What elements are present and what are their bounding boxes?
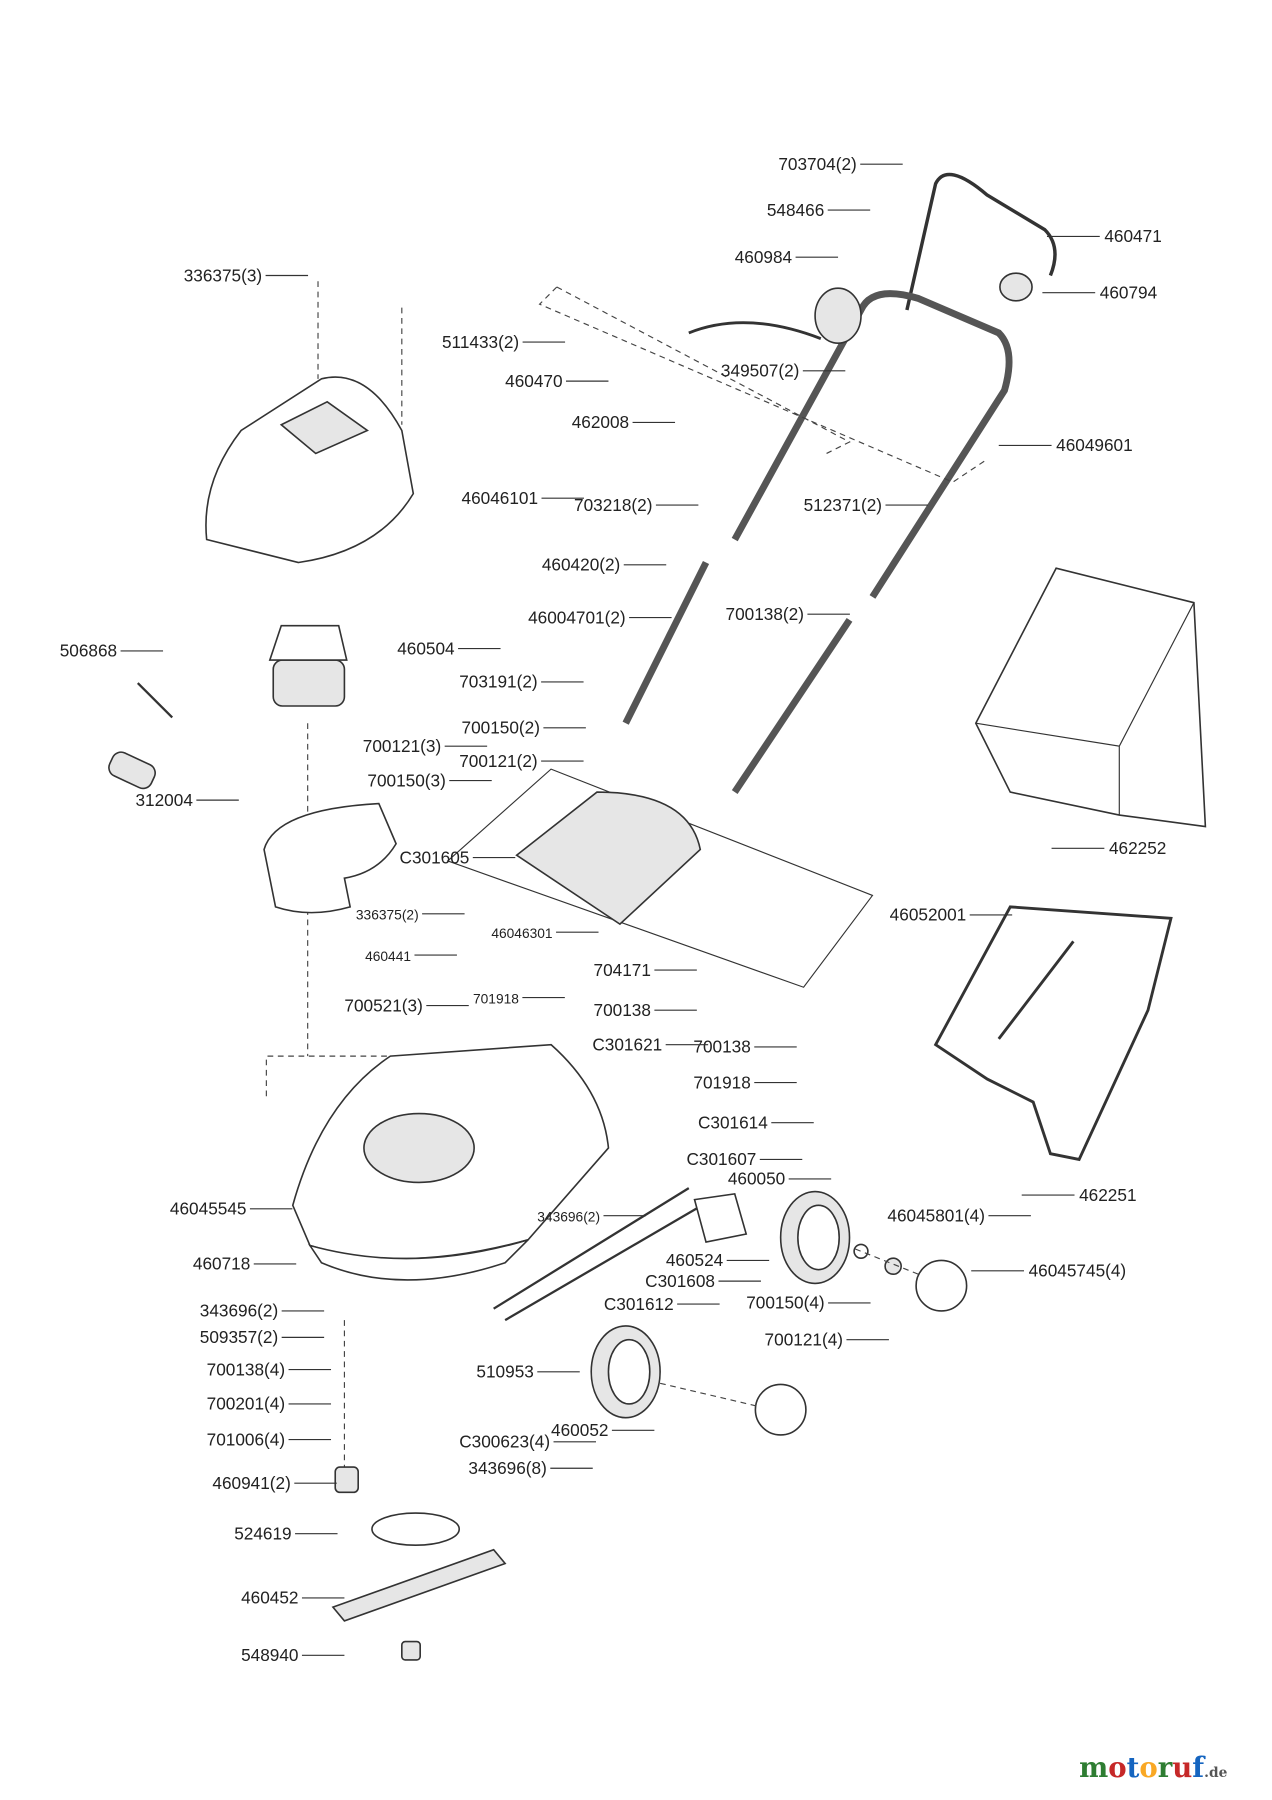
parts (108, 172, 1207, 1661)
part-label: 343696(2) (537, 1209, 600, 1224)
part-label: 700121(3) (363, 736, 441, 756)
part-label: 460441 (365, 949, 411, 964)
switch-box (814, 287, 862, 345)
blade (331, 1548, 507, 1622)
part-label: 700121(4) (765, 1329, 843, 1349)
motor-cover-vent (279, 400, 369, 455)
part-label: 336375(3) (184, 265, 262, 285)
part-label: 462008 (572, 412, 629, 432)
hubcap-rear (915, 1259, 968, 1312)
part-label: 460050 (728, 1169, 785, 1189)
handle-bail (905, 172, 1057, 311)
part-label: 312004 (135, 790, 193, 810)
watermark-logo: motoruf.de (1079, 1752, 1227, 1784)
part-label: C301621 (592, 1034, 662, 1054)
cable (688, 321, 822, 340)
part-label: 460984 (735, 247, 793, 267)
lower-handle-right (731, 617, 853, 795)
part-label: C301612 (604, 1294, 674, 1314)
hubcap-front (754, 1383, 807, 1436)
part-label: 700121(2) (459, 751, 537, 771)
motor-housing (263, 802, 397, 914)
part-label: 460052 (551, 1420, 608, 1440)
part-label: 349507(2) (721, 361, 799, 381)
height-adjuster (693, 1192, 748, 1244)
part-label: 700138 (693, 1037, 750, 1057)
leader-lines (120, 163, 1105, 1656)
part-label: 511433(2) (442, 332, 519, 352)
part-label: 700150(2) (462, 718, 540, 738)
part-label: 462251 (1079, 1185, 1136, 1205)
part-label: 46046301 (491, 926, 552, 941)
part-label: 703704(2) (778, 154, 856, 174)
assembly-outline (538, 286, 988, 483)
part-label: 46049601 (1056, 435, 1133, 455)
cable-holder (999, 272, 1033, 302)
part-label: 46046101 (462, 488, 539, 508)
part-label: C301607 (687, 1149, 757, 1169)
part-label: 700150(4) (746, 1293, 824, 1313)
part-label: 460718 (193, 1254, 250, 1274)
spacer (334, 1466, 359, 1494)
part-label: 548940 (241, 1645, 298, 1665)
part-label: 343696(8) (468, 1458, 546, 1478)
front-wheel (590, 1325, 661, 1419)
part-label: 460470 (505, 371, 562, 391)
capacitor (108, 751, 156, 790)
part-label: 46045801(4) (887, 1205, 985, 1225)
deck-base (308, 1239, 529, 1281)
part-label: 460471 (1104, 226, 1161, 246)
part-label: 460452 (241, 1588, 298, 1608)
part-label: 701918 (693, 1072, 750, 1092)
part-label: 460420(2) (542, 555, 620, 575)
rear-wheel (779, 1190, 851, 1285)
part-label: 343696(2) (200, 1301, 278, 1321)
part-label: 46004701(2) (528, 607, 626, 627)
part-label: 462252 (1109, 838, 1166, 858)
part-label: C301605 (400, 847, 470, 867)
part-label: 506868 (60, 641, 117, 661)
blade-bolt (401, 1640, 421, 1661)
part-label: 460941(2) (212, 1473, 290, 1493)
rear-flap (515, 791, 702, 926)
motor-cover (205, 376, 415, 564)
rear-flap-panel (446, 768, 874, 988)
upper-handle (731, 290, 1013, 599)
part-label: 460504 (397, 638, 455, 658)
part-label: 700150(3) (367, 770, 445, 790)
part-label: 46045745(4) (1029, 1261, 1127, 1281)
part-label: C301608 (645, 1271, 715, 1291)
part-label: 700201(4) (207, 1394, 285, 1414)
part-label: 700138(2) (726, 604, 804, 624)
part-number-labels: 703704(2) 548466 460984 460471 460794 336375(… (60, 154, 1167, 1665)
part-label: 512371(2) (804, 495, 882, 515)
part-label: 509357(2) (200, 1327, 278, 1347)
grass-bag (974, 567, 1207, 828)
part-label: 704171 (594, 960, 651, 980)
part-label: 548466 (767, 200, 824, 220)
part-label: 701006(4) (207, 1429, 285, 1449)
part-label: 700138 (594, 1000, 651, 1020)
deck-opening (363, 1112, 475, 1184)
part-label: 46052001 (890, 905, 967, 925)
grass-bag-frame (933, 905, 1173, 1162)
part-label: 700521(3) (344, 995, 422, 1015)
part-label: 701918 (473, 991, 519, 1006)
lower-handle-left (622, 560, 710, 725)
part-label: 700138(4) (207, 1359, 285, 1379)
motor-fan (268, 624, 348, 661)
part-label: 510953 (476, 1362, 533, 1382)
part-label: 703191(2) (459, 672, 537, 692)
part-label: 524619 (234, 1523, 291, 1543)
part-label: C301614 (698, 1112, 768, 1132)
part-label: C300623(4) (459, 1432, 550, 1452)
part-label: 703218(2) (574, 495, 652, 515)
part-label: 336375(2) (356, 908, 419, 923)
part-label: 460794 (1100, 282, 1158, 302)
fan-impeller (371, 1512, 461, 1546)
part-label: 46045545 (170, 1199, 247, 1219)
part-label: 460524 (666, 1250, 724, 1270)
motor (272, 659, 346, 707)
